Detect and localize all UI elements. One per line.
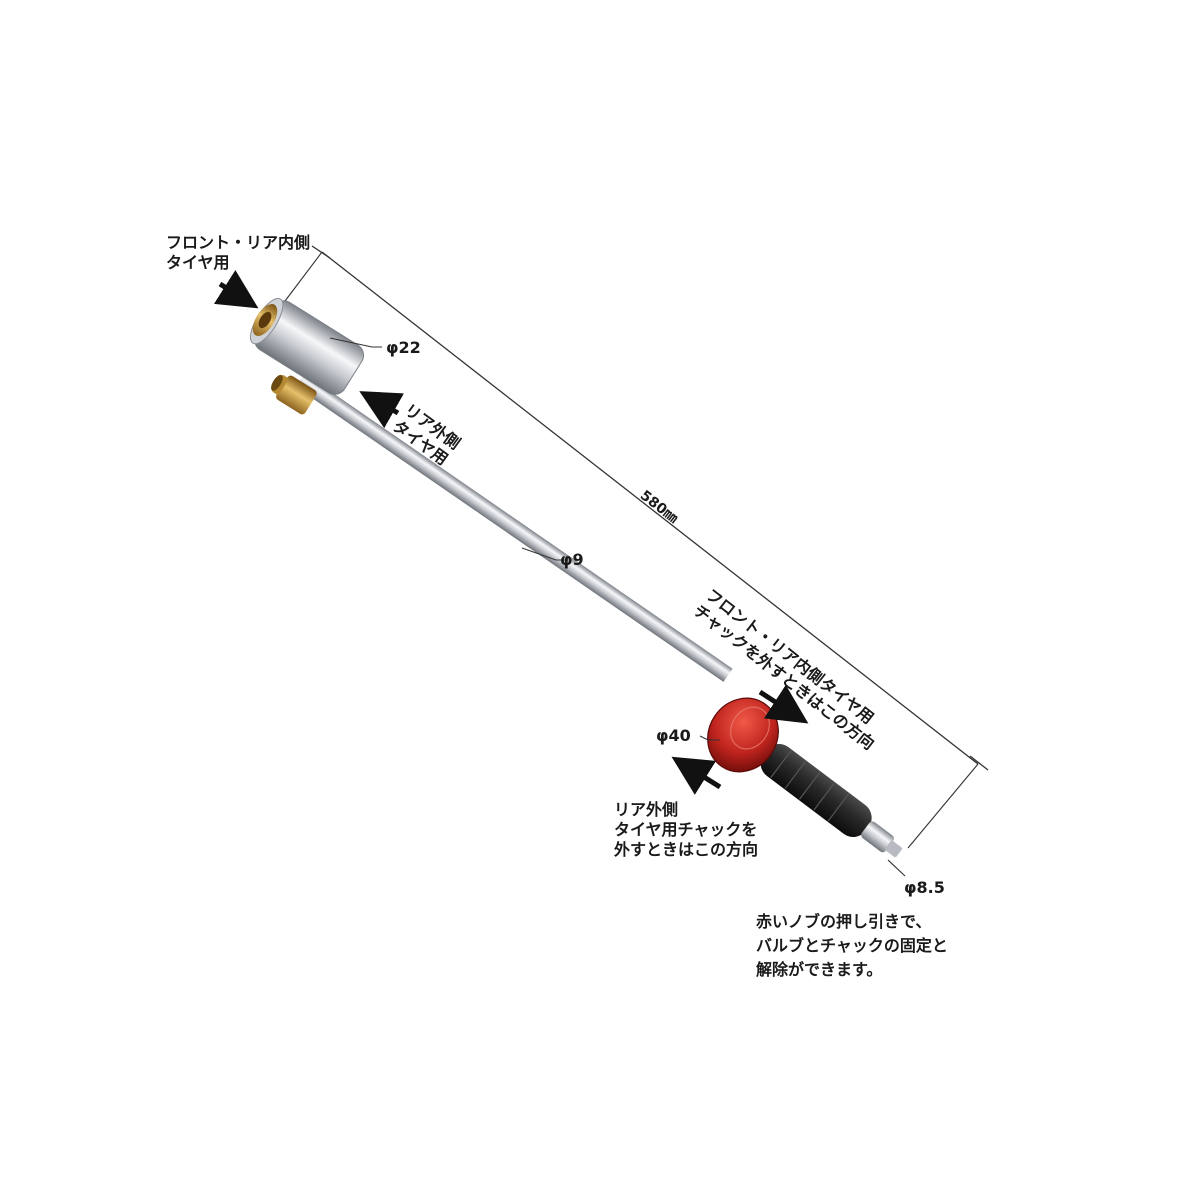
- grip: [760, 744, 902, 858]
- leader-lines: [329, 337, 906, 877]
- chuck-head: [250, 297, 364, 395]
- direction-arrows: [213, 270, 809, 795]
- label-dia-tip: φ8.5: [904, 878, 945, 897]
- label-dia-head: φ22: [386, 338, 421, 357]
- rear-outer-chuck: [271, 374, 317, 415]
- arrow-rear-outer-tire-icon: [359, 391, 404, 429]
- label-knob-note: 赤いノブの押し引きで、 バルブとチャックの固定と 解除ができます。: [756, 912, 948, 979]
- label-dia-shaft: φ9: [560, 550, 584, 569]
- shaft: [295, 373, 733, 682]
- label-dia-knob: φ40: [656, 726, 691, 745]
- length-dimension-line: [311, 245, 989, 771]
- arrow-rear-outer-chuck-icon: [671, 756, 722, 795]
- arrow-front-rear-chuck-icon: [758, 684, 809, 724]
- label-front-rear-inner-tire: フロント・リア内側 タイヤ用: [166, 233, 311, 272]
- extension-lines: [281, 251, 979, 849]
- arrow-inner-tire-icon: [213, 270, 259, 309]
- label-rear-outer-chuck-direction: リア外側 タイヤ用チャックを 外すときはこの方向: [614, 800, 759, 859]
